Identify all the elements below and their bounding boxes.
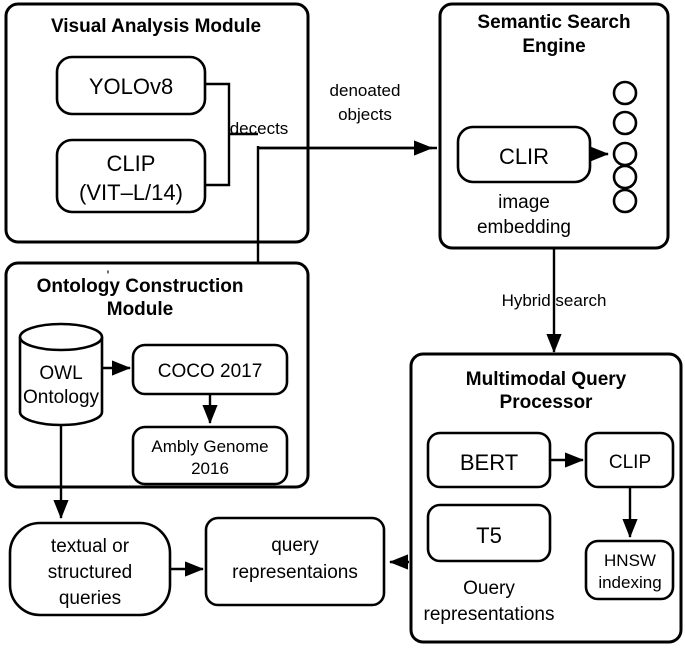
embedding-dot-3 [612, 141, 638, 167]
node-clip-vit-shape [55, 138, 207, 214]
embedding-dot-5 [612, 188, 638, 214]
node-clip-processor-label: CLIP [609, 452, 651, 473]
node-ambly-label-line1: Ambly Genome [151, 437, 268, 456]
node-bert-label: BERT [460, 450, 518, 475]
embedding-dot-2 [612, 110, 638, 136]
node-clir[interactable]: CLIR [456, 125, 592, 184]
node-clip-vit[interactable]: CLIP (VIT–L/14) [55, 138, 207, 214]
node-owl-cylinder-body [18, 337, 104, 427]
node-t5-label: T5 [476, 523, 502, 548]
node-clir-label: CLIR [499, 144, 549, 169]
node-query-representations-line1: query [271, 535, 319, 556]
node-owl-label-line2: Ontology [23, 387, 100, 408]
module-ontology-construction[interactable]: Ontology Construction Module ' OWL Ontol… [4, 261, 310, 489]
caption-processor-query-line1: Ouery [463, 578, 515, 599]
node-query-representations-shape [204, 516, 386, 607]
embedding-dot-1 [612, 80, 638, 106]
edge-label-hybrid-search: Hybrid search [502, 291, 607, 310]
node-hnsw-indexing[interactable]: HNSW indexing [584, 539, 675, 601]
node-clip-vit-label-line1: CLIP [107, 151, 156, 176]
node-yolov8-shape [55, 55, 207, 116]
module-query-processor-title-line1: Multimodal Query [466, 369, 627, 390]
node-hnsw-label-line2: indexing [598, 573, 661, 592]
module-visual-analysis[interactable]: Visual Analysis Module YOLOv8 CLIP (VIT–… [4, 2, 310, 244]
node-ambly-label-line2: 2016 [191, 459, 229, 478]
node-coco-label: COCO 2017 [158, 361, 263, 382]
node-owl-label-line1: OWL [39, 363, 82, 384]
node-hnsw-label-line1: HNSW [604, 551, 656, 570]
node-textual-structured-queries[interactable]: textual or structured queries [8, 521, 172, 617]
node-owl-ontology-cylinder[interactable]: OWL Ontology [18, 322, 104, 427]
node-t5-shape [426, 503, 552, 563]
node-ambly-shape [131, 425, 289, 486]
caption-image-embedding-line1: image [498, 192, 550, 213]
node-clip-vit-label-line2: (VIT–L/14) [79, 180, 183, 205]
module-query-processor-title-line2: Processor [500, 392, 594, 413]
edge-label-denoated-line2: objects [338, 105, 392, 124]
module-semantic-search-title-line1: Semantic Search [477, 12, 630, 33]
node-query-representations[interactable]: query representaions [204, 516, 386, 607]
module-semantic-search-engine[interactable]: Semantic Search Engine CLIR image embedd… [438, 2, 670, 250]
node-t5[interactable]: T5 [426, 503, 552, 563]
node-owl-cylinder-top [18, 322, 104, 352]
module-ontology-title-line2: Module [107, 299, 174, 320]
module-multimodal-query-processor[interactable]: Multimodal Query Processor BERT CLIP T5 … [409, 352, 683, 644]
embedding-dot-4 [612, 164, 638, 190]
node-yolov8-label: YOLOv8 [89, 74, 173, 99]
title-artifact-mark: ' [107, 267, 110, 283]
node-textual-queries-line1: textual or [51, 536, 130, 557]
node-textual-queries-line3: queries [59, 588, 121, 609]
node-coco-2017[interactable]: COCO 2017 [131, 343, 289, 396]
module-ontology-title-line1: Ontology Construction [37, 276, 244, 297]
module-semantic-search-title-line2: Engine [522, 36, 585, 57]
embedding-vector-dots [612, 80, 638, 214]
caption-processor-query-line2: representations [424, 604, 555, 625]
node-textual-queries-line2: structured [48, 562, 132, 583]
module-visual-analysis-title: Visual Analysis Module [51, 16, 261, 37]
node-query-representations-line2: representaions [232, 562, 358, 583]
node-hnsw-shape [584, 539, 675, 601]
edge-label-denoated-line1: denoated [330, 81, 401, 100]
node-ambly-genome[interactable]: Ambly Genome 2016 [131, 425, 289, 486]
node-clip-processor[interactable]: CLIP [584, 431, 675, 489]
caption-image-embedding-line2: embedding [477, 217, 571, 238]
node-yolov8[interactable]: YOLOv8 [55, 55, 207, 116]
node-bert[interactable]: BERT [426, 431, 552, 489]
